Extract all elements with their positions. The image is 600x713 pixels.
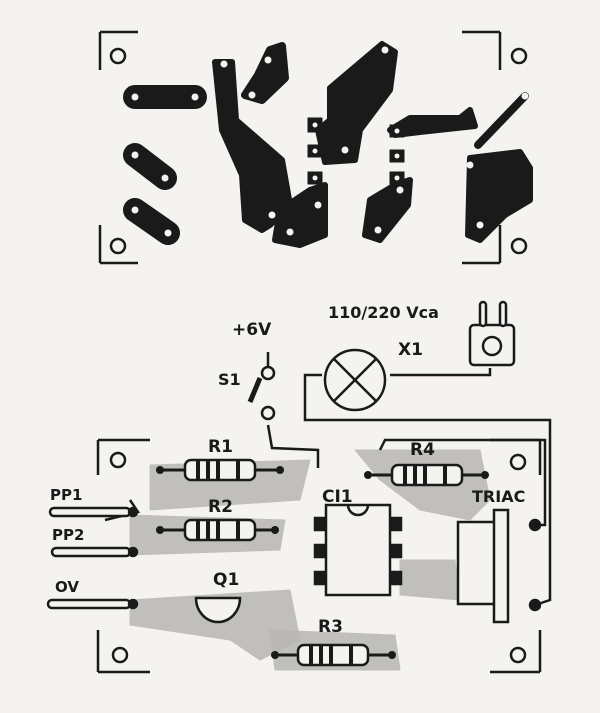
mains-plug [468, 300, 516, 367]
pcb-component-layout: 110/220 Vca X1 +6V S1 R1 R2 R3 R4 CI1 TR… [46, 300, 552, 674]
wiring [104, 368, 552, 607]
resistor-r2 [160, 518, 275, 542]
board-corner-marks [98, 30, 502, 265]
mounting-holes [109, 451, 527, 664]
label-ci1: CI1 [322, 487, 353, 507]
label-ov: OV [55, 578, 79, 596]
transistor-q1 [194, 596, 242, 624]
solder-points [156, 466, 489, 659]
label-mains: 110/220 Vca [328, 303, 439, 322]
connector-pins [46, 506, 139, 610]
switch-s1 [247, 352, 276, 421]
label-s1: S1 [218, 370, 241, 389]
resistor-r3 [275, 643, 392, 667]
label-q1: Q1 [213, 570, 239, 590]
pcb-copper-pattern [98, 30, 533, 265]
drill-holes [131, 46, 529, 237]
label-pp1: PP1 [50, 486, 82, 504]
label-plus6v: +6V [232, 320, 272, 340]
label-r3: R3 [318, 617, 343, 637]
resistor-r1 [160, 458, 280, 482]
mounting-holes [109, 47, 528, 255]
label-x1: X1 [398, 340, 423, 360]
resistor-r4 [368, 463, 485, 487]
ic-ci1 [313, 503, 403, 597]
lamp-x1 [323, 348, 387, 412]
label-triac: TRIAC [472, 487, 525, 506]
label-pp2: PP2 [52, 526, 84, 544]
triac [456, 508, 542, 624]
label-r2: R2 [208, 497, 233, 517]
copper-traces [123, 41, 533, 248]
label-r4: R4 [410, 440, 435, 460]
label-r1: R1 [208, 437, 233, 457]
